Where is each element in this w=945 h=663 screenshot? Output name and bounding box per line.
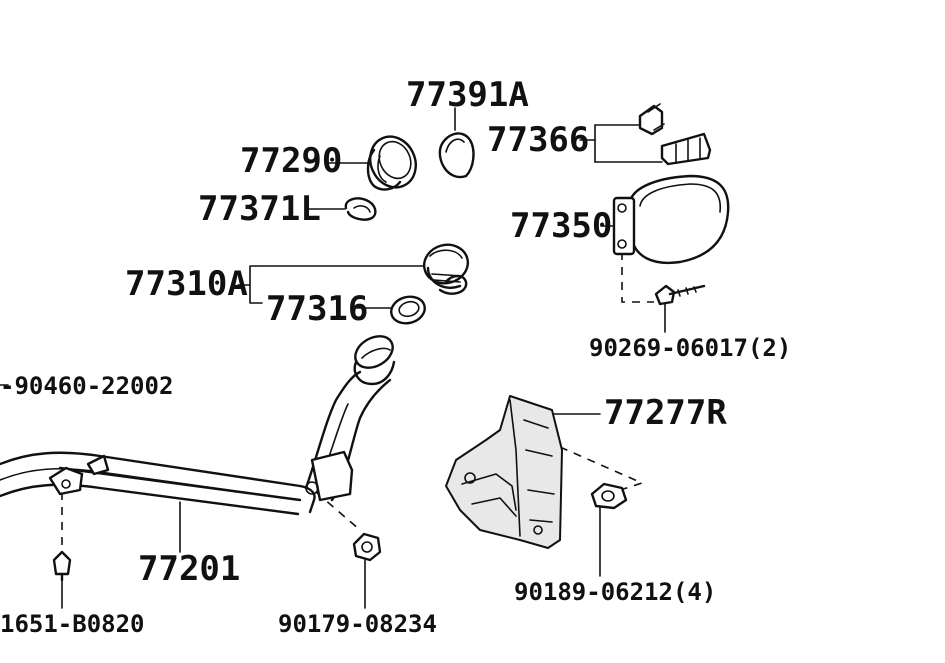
label-90179-08234: 90179-08234 <box>278 610 437 638</box>
clamp-77371L <box>344 197 377 221</box>
label-77316: 77316 <box>266 289 368 329</box>
bolt-91651 <box>52 550 72 582</box>
fuel-cap-77310A <box>422 243 470 295</box>
label-77310A: 77310A <box>125 264 248 304</box>
nut-90179 <box>352 532 382 562</box>
label-77290: 77290 <box>240 141 342 181</box>
label-77350: 77350 <box>510 206 612 246</box>
splash-shield-77277R <box>445 395 563 549</box>
label-77371L: 77371L <box>198 189 321 229</box>
label-77201: 77201 <box>138 549 240 589</box>
clip-77366 <box>638 103 712 166</box>
snap-ring-77391A <box>438 132 475 179</box>
hose-77290 <box>366 135 417 191</box>
gasket-77316 <box>390 295 426 325</box>
screw-90269 <box>654 284 706 306</box>
label-90269-06017: 90269-06017(2) <box>589 334 791 362</box>
filler-pipe-77201 <box>0 335 396 516</box>
leader-lines <box>0 107 666 609</box>
label-77277R: 77277R <box>604 393 727 433</box>
label-91651-B0820: 1651-B0820 <box>0 610 145 638</box>
label-90460-22002: -90460-22002 <box>0 372 173 400</box>
clip-90189 <box>590 482 628 510</box>
fuel-door-77350 <box>612 174 730 265</box>
part-labels: 77391A 77366 77290 77371L 77350 77310A 7… <box>0 75 791 638</box>
label-77366: 77366 <box>487 120 589 160</box>
label-90189-06212: 90189-06212(4) <box>514 578 716 606</box>
label-77391A: 77391A <box>406 75 529 115</box>
